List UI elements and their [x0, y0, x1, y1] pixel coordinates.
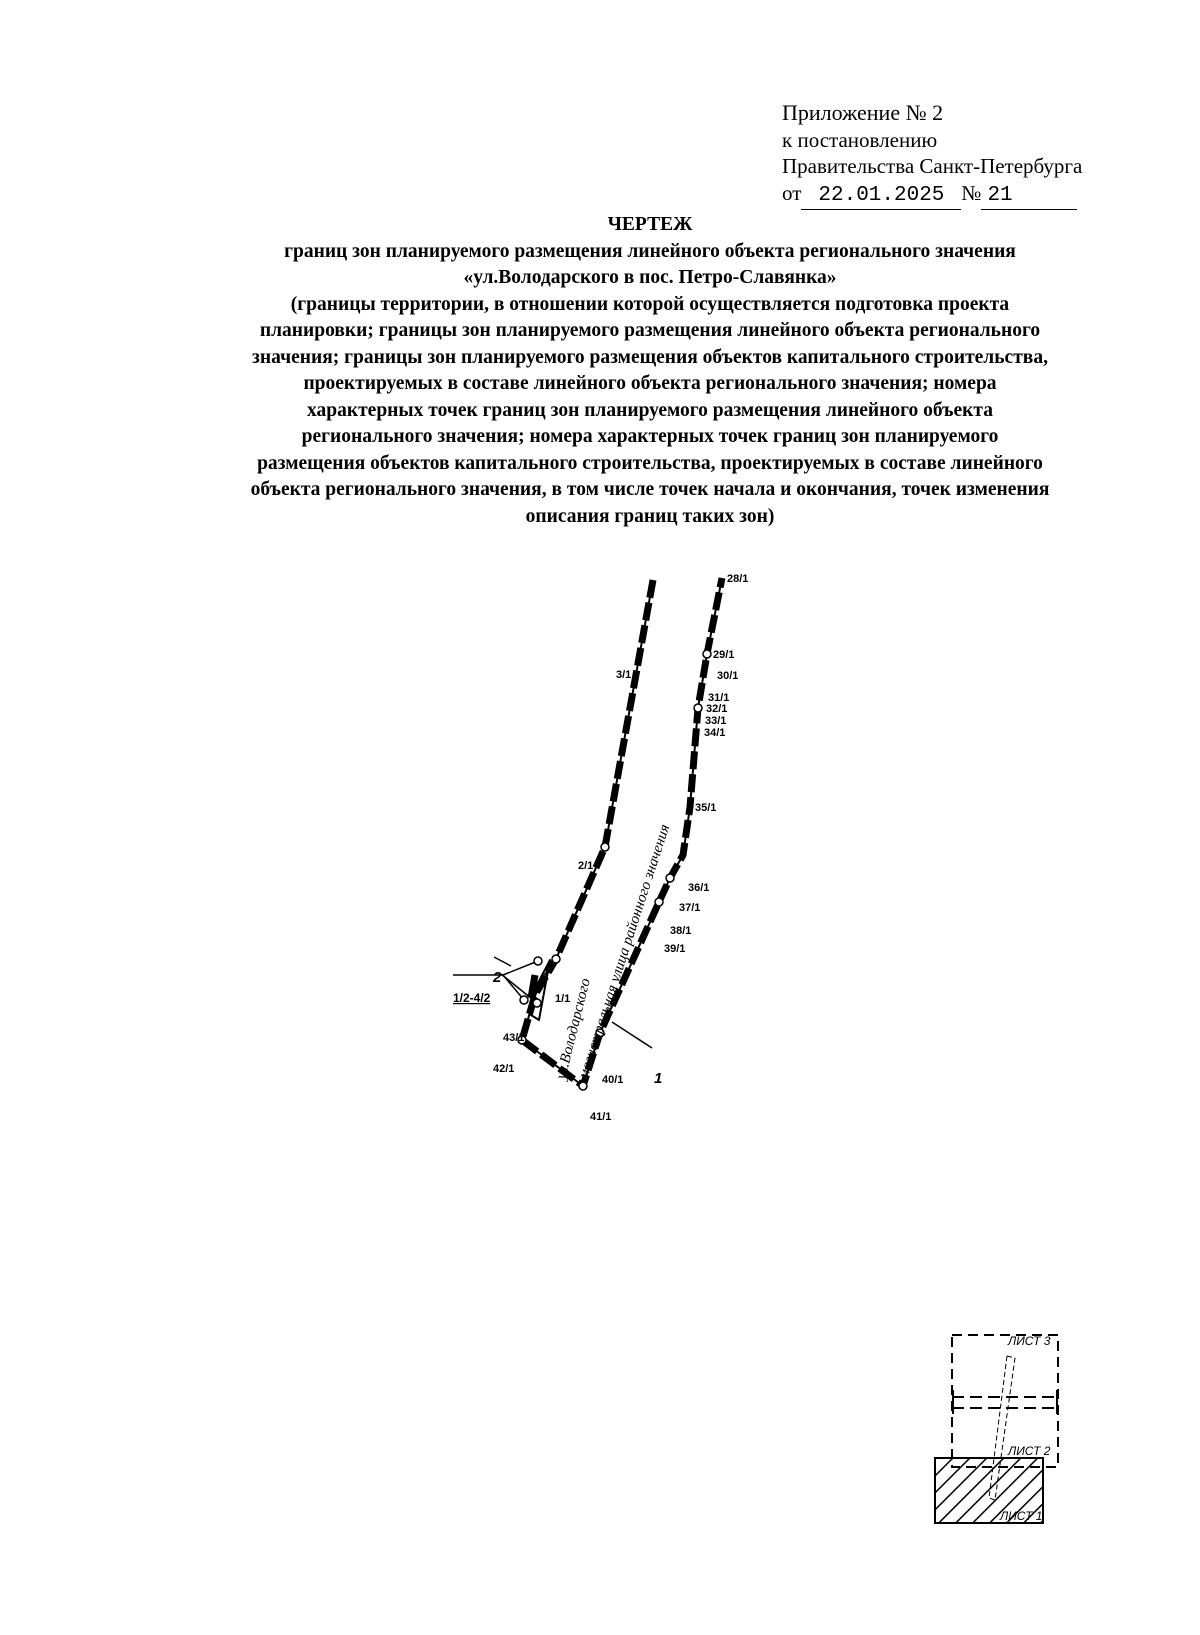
title-heading: ЧЕРТЕЖ: [607, 214, 693, 235]
sheet-1-label: ЛИСТ 1: [999, 1509, 1042, 1523]
point-label: 31/1: [708, 692, 729, 704]
appendix-number: Приложение № 2: [782, 100, 944, 125]
point-label: 28/1: [727, 573, 748, 585]
territory-boundary: [521, 577, 723, 1087]
point-label: 41/1: [590, 1111, 611, 1123]
point-label: 40/1: [602, 1074, 623, 1086]
title-line: значения; границы зон планируемого разме…: [252, 346, 1048, 368]
sheet-1-area: [934, 1457, 1044, 1524]
point-label: 37/1: [679, 902, 700, 914]
point-label: 2/1: [578, 860, 593, 872]
leader-zone1: [611, 1021, 653, 1049]
zone-boundary: [518, 577, 726, 1090]
point-label: 29/1: [713, 649, 734, 661]
point-label: 3/1: [616, 669, 631, 681]
point-label: 32/1: [706, 703, 727, 715]
title-line: планировки; границы зон планируемого раз…: [259, 320, 1041, 341]
appendix-government: Правительства Санкт-Петербурга: [782, 154, 1083, 178]
title-line: проектируемых в составе линейного объект…: [303, 373, 997, 394]
zone-label-2: 2: [492, 969, 502, 986]
point-label: 38/1: [670, 925, 691, 937]
point-label: 43/1: [503, 1032, 524, 1044]
title-line: регионального значения; номера характерн…: [301, 426, 999, 447]
sheet-3-label: ЛИСТ 3: [1007, 1334, 1051, 1348]
title-line: описания границ таких зон): [525, 505, 775, 527]
decree-date: 22.01.2025: [801, 183, 962, 210]
zone2-block: [527, 974, 539, 999]
appendix-header: Приложение № 2 к постановлению Правитель…: [782, 100, 1082, 210]
point-label: 42/1: [493, 1063, 514, 1075]
title-line: (границы территории, в отношении которой…: [290, 293, 1010, 315]
point-label: 35/1: [695, 802, 716, 814]
zone-label-1: 1: [654, 1070, 662, 1087]
point-label: 34/1: [704, 727, 725, 739]
zone-label-1-2-4-2: 1/2-4/2: [453, 991, 491, 1005]
leader-zone12: [502, 960, 539, 976]
date-prefix: от: [782, 180, 802, 205]
point-label: 39/1: [664, 943, 685, 955]
sheet-2-label: ЛИСТ 2: [1007, 1444, 1051, 1458]
point-label: 1/1: [555, 993, 570, 1005]
title-line: «ул.Володарского в пос. Петро-Славянка»: [463, 267, 837, 288]
point-label: 36/1: [688, 882, 709, 894]
title-line: характерных точек границ зон планируемог…: [307, 399, 993, 421]
title-line: границ зон планируемого размещения линей…: [284, 240, 1016, 262]
point-label: 30/1: [717, 670, 738, 682]
point-markers: [517, 649, 712, 1091]
point-label: 33/1: [705, 715, 726, 727]
document-title: ЧЕРТЕЖ границ зон планируемого размещени…: [130, 212, 1170, 530]
appendix-to: к постановлению: [782, 127, 938, 152]
title-line: размещения объектов капитального строите…: [257, 452, 1043, 474]
sheet-keymap: ЛИСТ 3 ЛИСТ 2 ЛИСТ 1: [934, 1334, 1059, 1524]
title-line: объекта регионального значения, в том чи…: [250, 479, 1050, 500]
number-prefix: №: [961, 180, 982, 205]
decree-number: 21: [981, 183, 1078, 210]
